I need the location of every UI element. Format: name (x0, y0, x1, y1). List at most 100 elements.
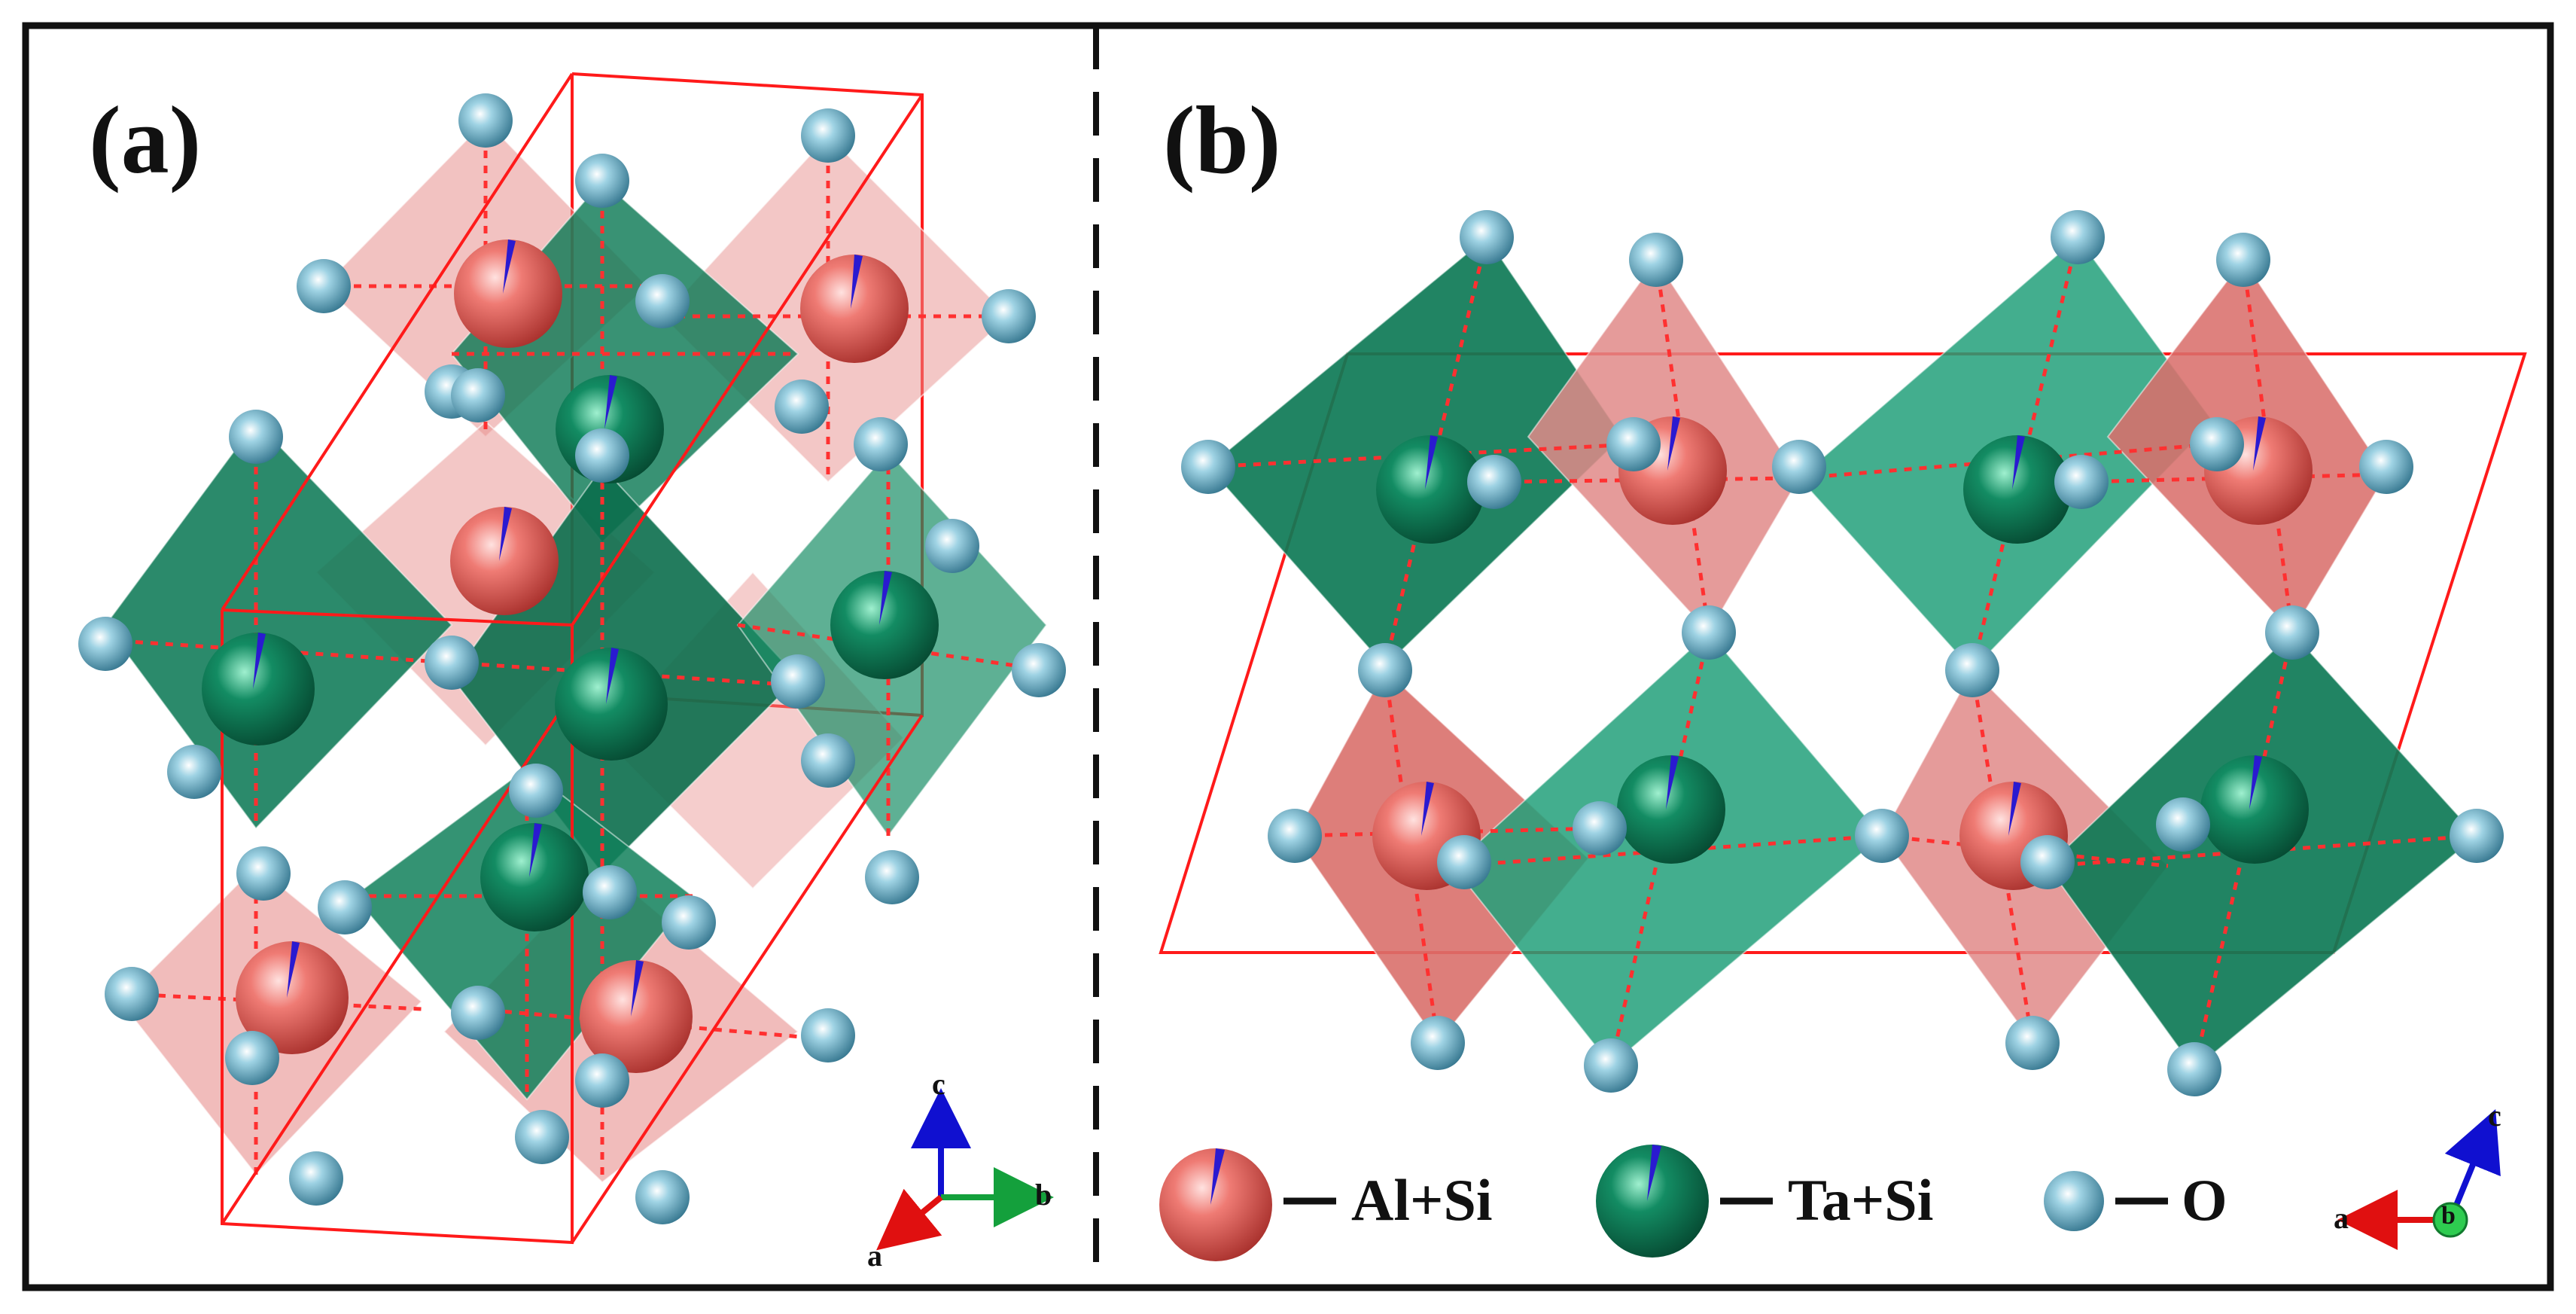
o-atom (425, 636, 479, 690)
o-atom (801, 108, 855, 163)
ta-atom (2200, 755, 2309, 864)
o-atom (575, 1053, 629, 1108)
o-atom (865, 850, 919, 904)
o-atom (2359, 440, 2413, 494)
o-atom (515, 1110, 569, 1164)
panel-a-label: (a) (89, 87, 202, 194)
ta-atom (1617, 755, 1725, 864)
ta-atom (555, 648, 668, 761)
o-atom (1629, 233, 1683, 287)
o-atom (1181, 440, 1235, 494)
ta-atom (202, 633, 315, 745)
o-atom (2051, 210, 2105, 264)
o-atom (2450, 809, 2504, 863)
legend-ta-label: Ta+Si (1788, 1167, 1934, 1233)
o-atom (801, 733, 855, 788)
o-atom (2167, 1042, 2221, 1096)
o-atom (854, 417, 908, 471)
o-atom (451, 986, 505, 1040)
o-atom (2156, 797, 2210, 852)
axis-a-c-label: c (932, 1067, 945, 1101)
o-atom (229, 410, 283, 464)
o-atom (225, 1031, 279, 1085)
o-atom (289, 1151, 343, 1206)
o-atom (1682, 605, 1736, 660)
o-atom (2216, 233, 2270, 287)
al-atom (454, 239, 562, 348)
oxygen-atoms-a (78, 93, 1066, 1224)
atom-wedges-a (253, 239, 892, 1017)
atom-wedges-b (1421, 416, 2266, 836)
panel-b-label: (b) (1163, 87, 1281, 194)
o-atom (2190, 417, 2244, 471)
ta-atom (1963, 435, 2072, 544)
al-atom (580, 960, 693, 1073)
al-atom (800, 255, 909, 363)
o-atom (801, 1008, 855, 1062)
o-atom (775, 380, 829, 434)
o-atom (635, 1170, 690, 1224)
o-atom (451, 368, 505, 422)
legend-o-label: O (2182, 1167, 2227, 1233)
axis-a-arrow (876, 1188, 943, 1251)
axis-b-c-label: c (2488, 1099, 2501, 1133)
al-atom (450, 507, 559, 615)
o-atom (575, 154, 629, 208)
o-atom (1437, 835, 1491, 889)
oxygen-atoms-b (1181, 210, 2504, 1096)
o-atom (1358, 643, 1412, 697)
ta-atom (830, 571, 939, 679)
o-atom (662, 895, 716, 950)
o-atom (1268, 809, 1322, 863)
axis-b-b-label: b (2441, 1202, 2456, 1230)
o-atom (1945, 643, 1999, 697)
o-atom (635, 274, 690, 328)
o-atom (1573, 801, 1627, 855)
axes-b (2337, 1108, 2501, 1250)
o-atom (1460, 210, 1514, 264)
o-atom (2005, 1016, 2060, 1070)
o-atom (236, 846, 291, 901)
o-atom (509, 764, 563, 818)
o-atom (1584, 1038, 1638, 1093)
o-atom (1606, 417, 1661, 471)
legend (1159, 1145, 2168, 1261)
ta-octahedron (352, 767, 694, 1101)
o-atom (458, 93, 513, 148)
o-atom (1467, 455, 1521, 509)
al-atom (236, 941, 349, 1054)
o-atom (105, 967, 159, 1021)
ta-atom (480, 823, 589, 931)
panel-a-structure (78, 72, 1066, 1245)
legend-ta-swatch (1596, 1145, 1709, 1258)
o-atom (297, 259, 351, 313)
ta-octahedron (104, 420, 453, 830)
axis-b-marker (2432, 1202, 2468, 1238)
o-atom (575, 428, 629, 483)
o-atom (1772, 440, 1826, 494)
legend-al-label: Al+Si (1351, 1167, 1493, 1233)
axis-a-a-label: a (867, 1239, 882, 1273)
axes-a (876, 1088, 1054, 1251)
o-atom (1411, 1016, 1465, 1070)
o-atom (2020, 835, 2075, 889)
figure-border (22, 22, 2554, 1291)
legend-ta-wedge (1647, 1145, 1661, 1201)
o-atom (1012, 643, 1066, 697)
ta-atom (1376, 435, 1484, 544)
axis-b-a-label: a (2334, 1201, 2349, 1235)
legend-al-wedge (1210, 1148, 1225, 1205)
o-atom (925, 519, 979, 573)
legend-al-swatch (1159, 1148, 1272, 1261)
o-atom (771, 654, 825, 709)
panel-b-structure (1159, 210, 2527, 1096)
legend-o-swatch (2044, 1171, 2104, 1231)
o-atom (583, 865, 637, 919)
axis-a-b-label: b (1035, 1178, 1052, 1212)
unit-cell-edges (221, 72, 924, 1244)
o-atom (318, 880, 372, 934)
o-atom (167, 745, 221, 799)
o-atom (2054, 455, 2109, 509)
o-atom (982, 289, 1036, 343)
